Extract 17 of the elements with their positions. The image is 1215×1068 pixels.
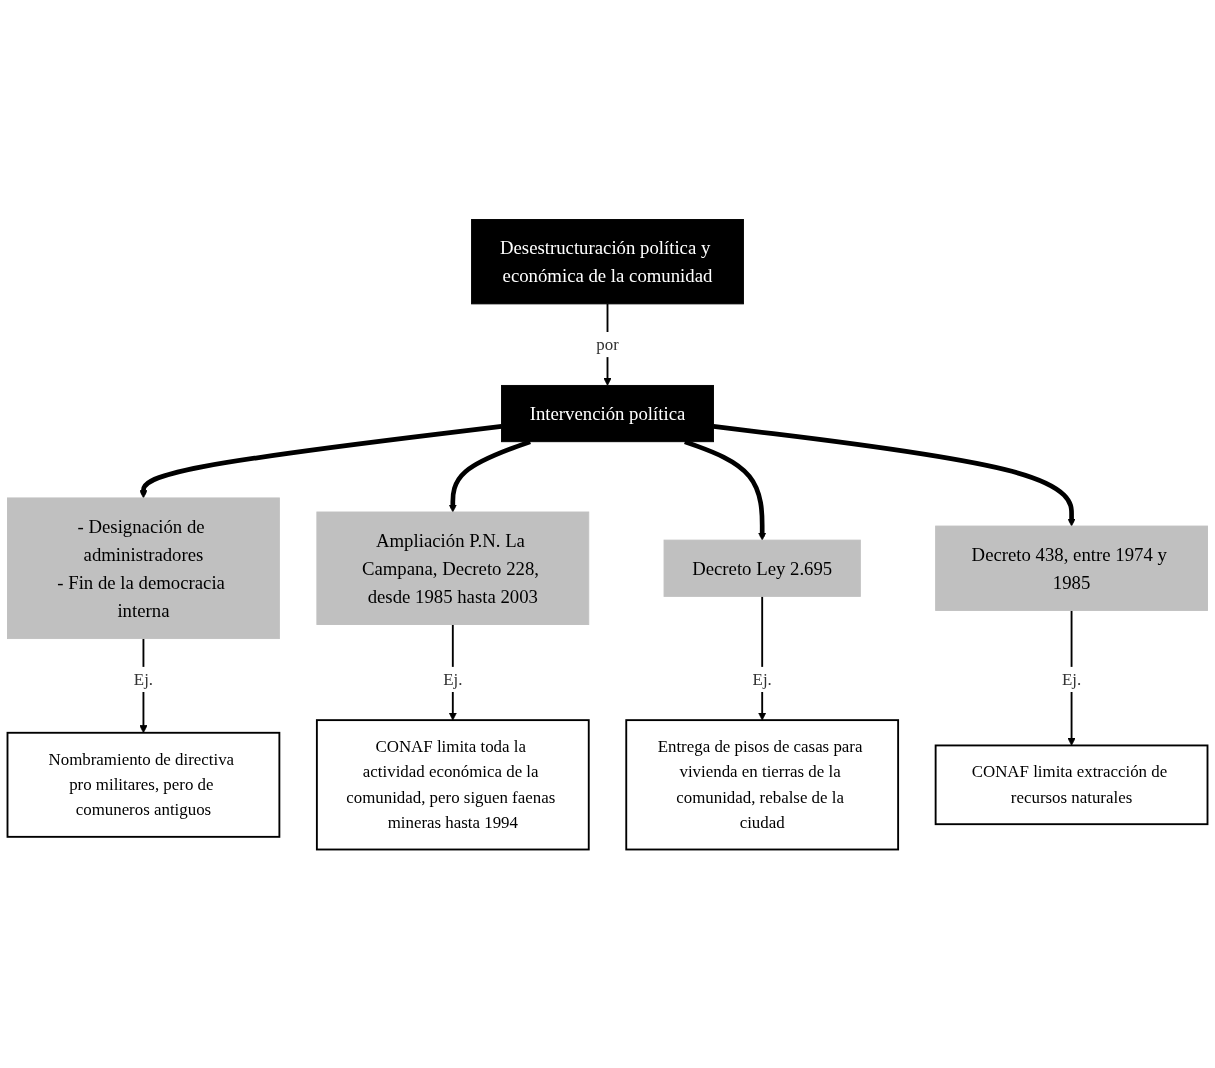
edge-label: Ej. — [752, 669, 772, 688]
node-box: Desestructuración política y económica de la comunidad — [471, 218, 744, 304]
node-box: Intervención política — [501, 384, 714, 442]
node-box: Entrega de pisos de casas para vivienda en tierras de la comunidad, rebalse de la ciudad — [625, 718, 900, 850]
edge-label: Ej. — [443, 669, 463, 688]
edge-label: Ej. — [1061, 669, 1082, 688]
node-box: CONAF limita toda la actividad económica de la comunidad, pero siguen faenas mineras hasta 1994 — [315, 718, 590, 850]
arrow — [139, 423, 502, 498]
node-box: Ampliación P.N. La Campana, Decreto 228, desde 1985 hasta 2003 — [316, 511, 590, 625]
edge-label: por — [596, 334, 619, 354]
node-box: Decreto 438, entre 1974 y 1985 — [935, 525, 1208, 611]
arrow — [713, 423, 1076, 526]
edge-label: Ej. — [133, 669, 154, 688]
node-box: Decreto Ley 2.695 — [663, 539, 861, 597]
node-box: - Designación de administradores - Fin de la democracia interna — [7, 496, 280, 639]
node-box: CONAF limita extracción de recursos naturales — [934, 744, 1209, 825]
node-box: Nombramiento de directiva pro militares, pero de comuneros antiguos — [6, 731, 281, 838]
